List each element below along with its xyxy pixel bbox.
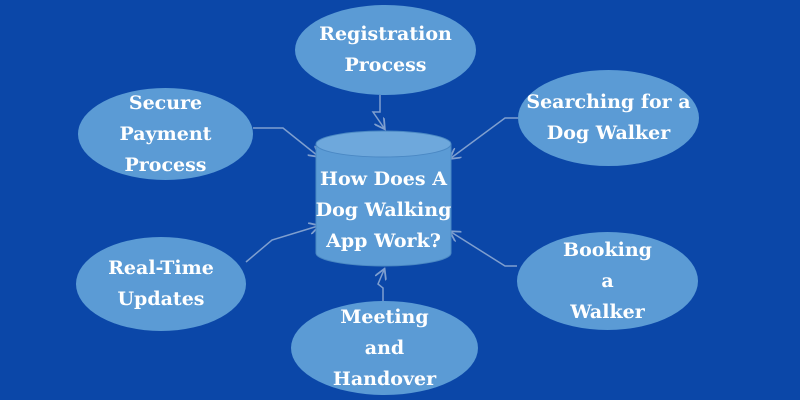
node-searching-label: Searching for a Dog Walker xyxy=(526,91,691,144)
connector-searching xyxy=(451,117,518,158)
connector-registration xyxy=(371,95,384,128)
node-booking-a-walker: Booking a Walker xyxy=(517,232,698,330)
node-booking-label: Booking a Walker xyxy=(563,238,652,323)
connector-real-time xyxy=(245,226,318,263)
node-meeting-label: Meeting and Handover xyxy=(332,305,437,390)
connector-booking xyxy=(451,232,517,267)
node-meeting-and-handover: Meeting and Handover xyxy=(291,301,478,395)
database-cylinder-icon xyxy=(315,130,452,267)
node-registration-process: Registration Process xyxy=(295,5,476,95)
connector-secure-payment xyxy=(253,127,318,156)
node-secure-payment-process: Secure Payment Process xyxy=(78,88,253,180)
node-real-time-label: Real-Time Updates xyxy=(108,257,214,310)
node-secure-payment-label: Secure Payment Process xyxy=(119,91,212,176)
central-database-node: How Does A Dog Walking App Work? xyxy=(315,130,452,267)
node-real-time-updates: Real-Time Updates xyxy=(76,237,246,331)
connector-meeting xyxy=(378,270,384,301)
node-registration-label: Registration Process xyxy=(319,23,452,76)
center-question-label: How Does A Dog Walking App Work? xyxy=(315,168,452,252)
node-searching-for-walker: Searching for a Dog Walker xyxy=(518,70,699,166)
